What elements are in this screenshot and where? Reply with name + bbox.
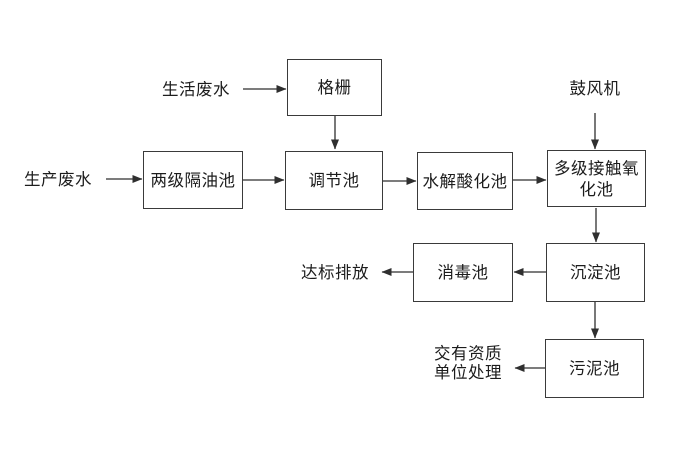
node-disinfection-tank: 消毒池 [413, 243, 513, 302]
node-oil-separator: 两级隔油池 [143, 151, 243, 209]
node-oxidation-tank: 多级接触氧化池 [547, 150, 646, 207]
label-qualified-unit-line2: 单位处理 [434, 363, 502, 382]
label-domestic-wastewater: 生活废水 [162, 80, 230, 99]
label-qualified-unit-line1: 交有资质 [434, 344, 502, 363]
node-sludge-tank: 污泥池 [545, 339, 644, 398]
label-production-wastewater: 生产废水 [24, 170, 92, 189]
node-hydrolysis-tank: 水解酸化池 [417, 152, 513, 210]
node-regulating-tank: 调节池 [285, 151, 383, 210]
label-qualified-unit: 交有资质 单位处理 [429, 344, 507, 382]
node-sedimentation-tank: 沉淀池 [546, 243, 645, 302]
label-blower: 鼓风机 [569, 79, 621, 98]
label-standard-discharge: 达标排放 [301, 263, 369, 282]
node-grid: 格栅 [287, 59, 382, 116]
